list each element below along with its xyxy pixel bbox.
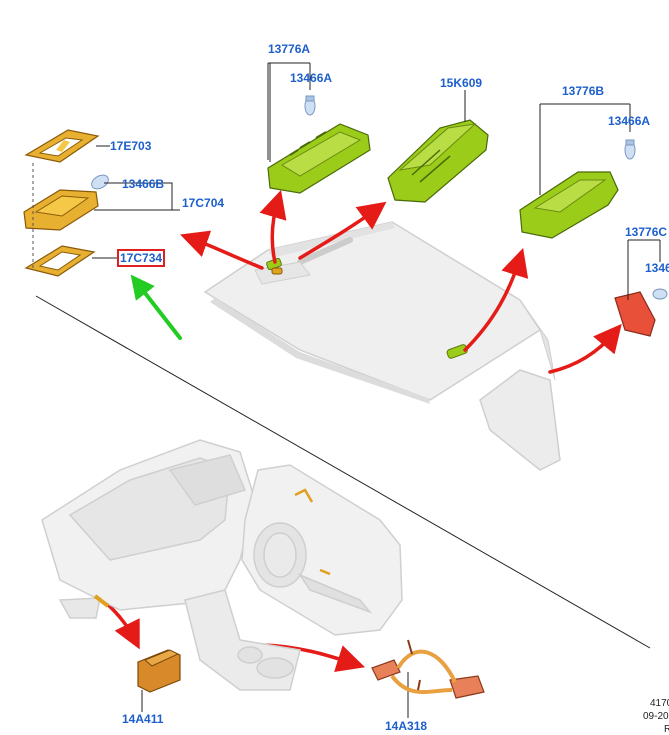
label-14A318[interactable]: 14A318 (385, 719, 428, 733)
label-13466B[interactable]: 13466B (122, 177, 165, 191)
label-17C734-highlighted[interactable]: 17C734 (116, 249, 166, 267)
label-13776A[interactable]: 13776A (268, 42, 311, 56)
drawing-date: 09-20 (643, 711, 669, 722)
lamp-13776C[interactable] (614, 291, 656, 337)
label-13466A-b[interactable]: 13466A (608, 114, 651, 128)
harness-14A318[interactable] (371, 639, 485, 699)
label-1346-cut[interactable]: 1346 (645, 261, 669, 275)
harness-14A411[interactable] (137, 649, 181, 693)
roof-lamp-13776A[interactable] (267, 123, 371, 194)
drawing-revision: R (664, 724, 669, 735)
bezel-17E703[interactable] (24, 129, 100, 163)
roof-lamp-13776B[interactable] (519, 171, 619, 239)
label-13776C[interactable]: 13776C (625, 225, 668, 239)
label-17E703[interactable]: 17E703 (110, 139, 152, 153)
section-divider (35, 295, 651, 649)
arrow-to-13776C (548, 323, 622, 374)
pointer-arrow (130, 274, 182, 340)
bulb-13466A[interactable] (304, 95, 316, 116)
label-15K609[interactable]: 15K609 (440, 76, 483, 90)
bulb-13466B[interactable] (89, 172, 111, 191)
bulb-13466A-b[interactable] (624, 139, 636, 160)
roof-console-15K609[interactable] (387, 119, 489, 203)
headliner (203, 221, 561, 471)
leader-lines (92, 62, 661, 718)
arrow-to-14A411 (103, 600, 140, 650)
label-13466A[interactable]: 13466A (290, 71, 333, 85)
label-17C704[interactable]: 17C704 (182, 196, 225, 210)
arrow-to-17C734 (180, 230, 264, 270)
door-trim-panel (241, 464, 403, 636)
arrow-to-13776A (259, 189, 287, 264)
callout-arrows (103, 189, 622, 673)
label-13776B[interactable]: 13776B (562, 84, 605, 98)
bulb-13466-c[interactable] (652, 288, 668, 300)
label-14A411[interactable]: 14A411 (122, 712, 164, 726)
arrow-to-15K609 (298, 201, 387, 260)
lamp-housing-17C704[interactable] (23, 189, 99, 231)
bezel-17C734[interactable] (24, 245, 96, 277)
arrow-to-13776B (463, 247, 529, 352)
instrument-panel (41, 439, 301, 691)
